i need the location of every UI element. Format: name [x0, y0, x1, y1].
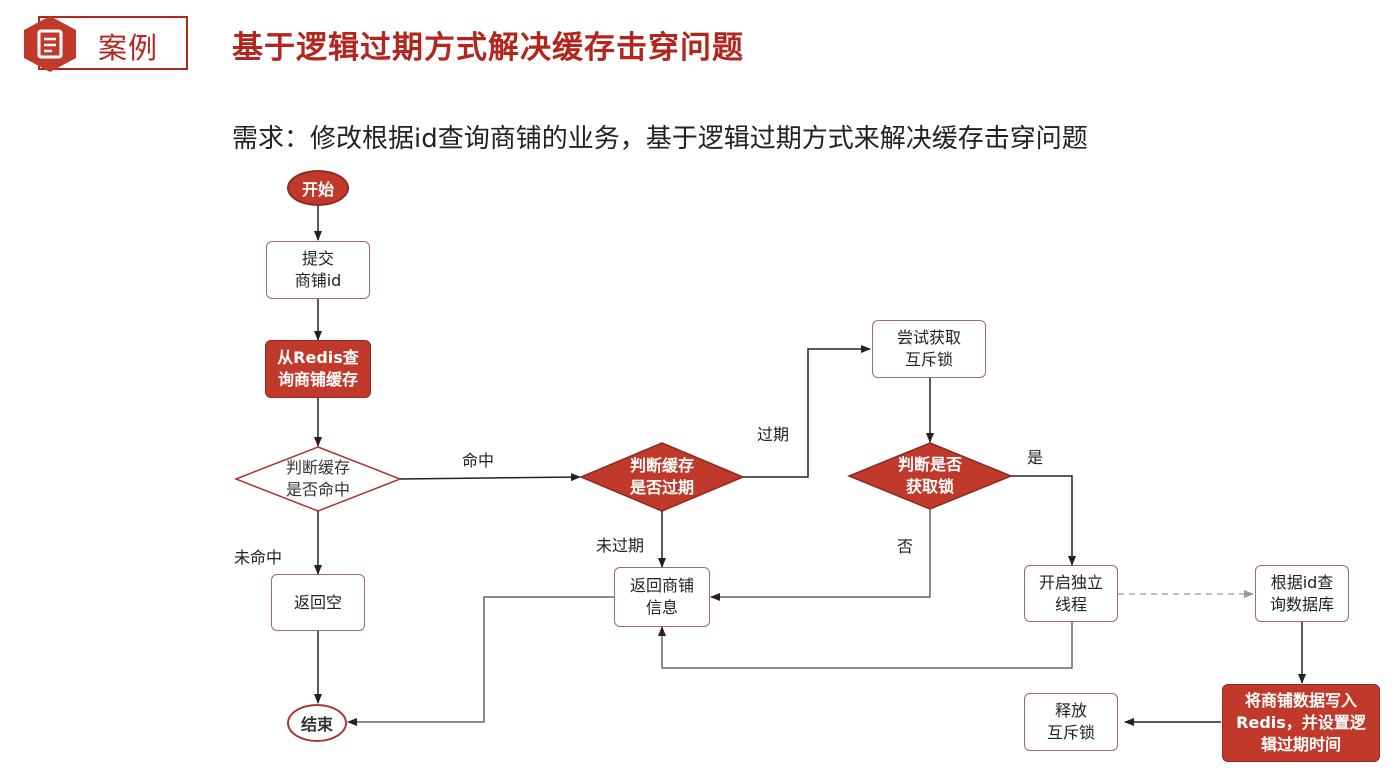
node-query-redis-label: 从Redis查 询商铺缓存 [277, 348, 359, 389]
diamond-check-hit-label: 判断缓存 是否命中 [285, 458, 350, 499]
node-return-shop: 返回商铺 信息 [614, 567, 710, 627]
edge-return-end [347, 596, 614, 726]
edge-label-yes: 是 [1027, 448, 1044, 467]
edge-label-expired: 过期 [757, 425, 790, 444]
edge-label-no: 否 [897, 537, 914, 556]
node-start: 开始 [287, 170, 349, 206]
edge-label-hit: 命中 [462, 451, 495, 470]
diamond-check-lock-label: 判断是否 获取锁 [897, 455, 962, 496]
node-start-label: 开始 [301, 180, 334, 199]
node-try-lock-label: 尝试获取 互斥锁 [896, 328, 961, 369]
node-end-label: 结束 [300, 715, 333, 734]
node-try-lock: 尝试获取 互斥锁 [872, 320, 986, 378]
document-icon [24, 16, 76, 72]
badge-label: 案例 [98, 31, 159, 65]
node-start-thread-label: 开启独立 线程 [1038, 572, 1103, 614]
page-title: 基于逻辑过期方式解决缓存击穿问题 [232, 30, 744, 66]
requirement-text: 需求：修改根据id查询商铺的业务，基于逻辑过期方式来解决缓存击穿问题 [232, 124, 1088, 154]
node-submit-id: 提交 商铺id [266, 241, 370, 299]
edge-label-miss: 未命中 [234, 548, 283, 567]
diamond-check-expired-label: 判断缓存 是否过期 [629, 456, 694, 497]
node-submit-id-label: 提交 商铺id [294, 249, 342, 290]
node-query-db: 根据id查 询数据库 [1255, 565, 1349, 622]
edge-no [710, 509, 931, 601]
node-return-empty: 返回空 [271, 574, 365, 631]
node-write-redis-label: 将商铺数据写入 Redis，并设置逻 辑过期时间 [1236, 691, 1366, 754]
node-query-redis: 从Redis查 询商铺缓存 [265, 340, 371, 398]
node-query-db-label: 根据id查 询数据库 [1269, 572, 1334, 614]
node-release-lock: 释放 互斥锁 [1024, 693, 1118, 751]
node-write-redis: 将商铺数据写入 Redis，并设置逻 辑过期时间 [1222, 684, 1380, 762]
node-return-shop-label: 返回商铺 信息 [629, 576, 694, 617]
node-start-thread: 开启独立 线程 [1024, 565, 1118, 622]
edge-thread-return [658, 622, 1073, 669]
edge-yes [1011, 475, 1076, 566]
edge-hit [399, 473, 581, 482]
edge-label-not-expired: 未过期 [596, 536, 645, 555]
edge-expired [743, 345, 871, 478]
node-return-empty-label: 返回空 [293, 592, 342, 612]
case-badge: 案例 [20, 14, 190, 74]
node-release-lock-label: 释放 互斥锁 [1046, 701, 1095, 742]
node-end: 结束 [287, 704, 347, 742]
